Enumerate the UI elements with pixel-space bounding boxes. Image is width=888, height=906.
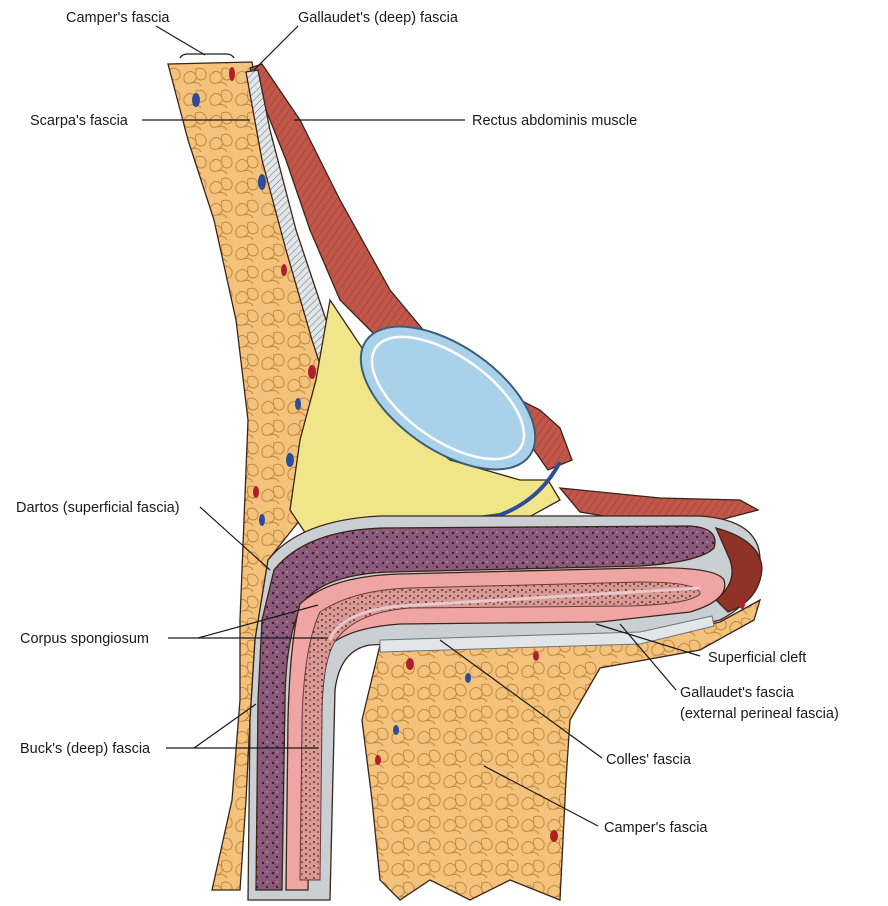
- label-rectus-abdominis-muscle: Rectus abdominis muscle: [472, 113, 637, 129]
- label-superficial-cleft: Superficial cleft: [708, 650, 806, 666]
- label-gallaudets-deep-fascia: Gallaudet's (deep) fascia: [298, 10, 459, 26]
- label-dartos: Dartos (superficial fascia): [16, 500, 180, 516]
- label-colles-fascia: Colles' fascia: [606, 752, 692, 768]
- label-campers-fascia-bottom: Camper's fascia: [604, 820, 708, 836]
- illustration: [168, 54, 762, 900]
- label-gallaudets-fascia-sub: (external perineal fascia): [680, 706, 839, 722]
- campers-bracket: [180, 54, 234, 58]
- label-bucks-deep-fascia: Buck's (deep) fascia: [20, 741, 151, 757]
- label-campers-fascia-top: Camper's fascia: [66, 10, 170, 26]
- label-gallaudets-fascia: Gallaudet's fascia: [680, 685, 795, 701]
- label-scarpas-fascia: Scarpa's fascia: [30, 113, 129, 129]
- label-corpus-spongiosum: Corpus spongiosum: [20, 631, 149, 647]
